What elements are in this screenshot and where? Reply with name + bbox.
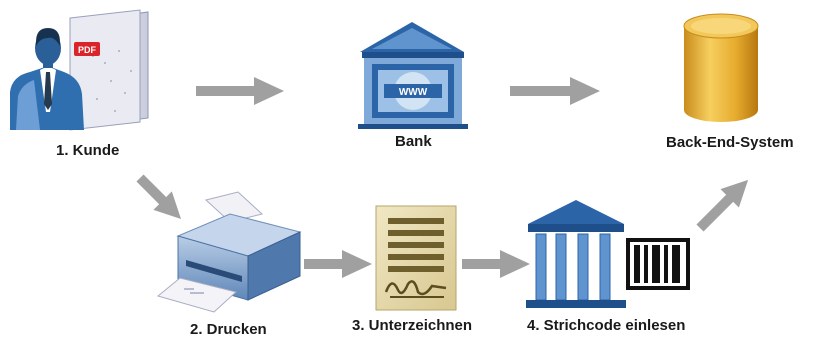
barcode-icon: [626, 238, 690, 290]
customer-with-document-icon: PDF: [10, 9, 149, 131]
arrow-drucken-to-unterzeichnen: [304, 250, 372, 278]
node-label-kunde: 1. Kunde: [56, 142, 120, 159]
www-sign-text: WWW: [399, 87, 428, 98]
arrow-strichcode-to-backend: [696, 179, 749, 232]
arrow-kunde-to-bank: [196, 77, 284, 105]
pdf-badge: PDF: [74, 42, 100, 56]
pdf-badge-text: PDF: [78, 45, 97, 55]
bank-barcode-icon: [526, 200, 690, 308]
bank-web-icon: WWW: [358, 22, 468, 129]
database-cylinder-icon: [683, 13, 759, 122]
printer-icon: [156, 191, 302, 313]
node-label-strichcode: 4. Strichcode einlesen: [527, 317, 686, 334]
node-label-backend: Back-End-System: [666, 134, 794, 151]
node-label-unterzeichnen: 3. Unterzeichnen: [352, 317, 473, 334]
arrow-unterzeichnen-to-strichcode: [462, 250, 530, 278]
arrow-bank-to-backend: [510, 77, 600, 105]
node-label-bank: Bank: [395, 133, 432, 150]
arrow-kunde-to-drucken: [136, 174, 182, 220]
signed-document-icon: [375, 205, 457, 311]
node-label-drucken: 2. Drucken: [190, 321, 267, 338]
